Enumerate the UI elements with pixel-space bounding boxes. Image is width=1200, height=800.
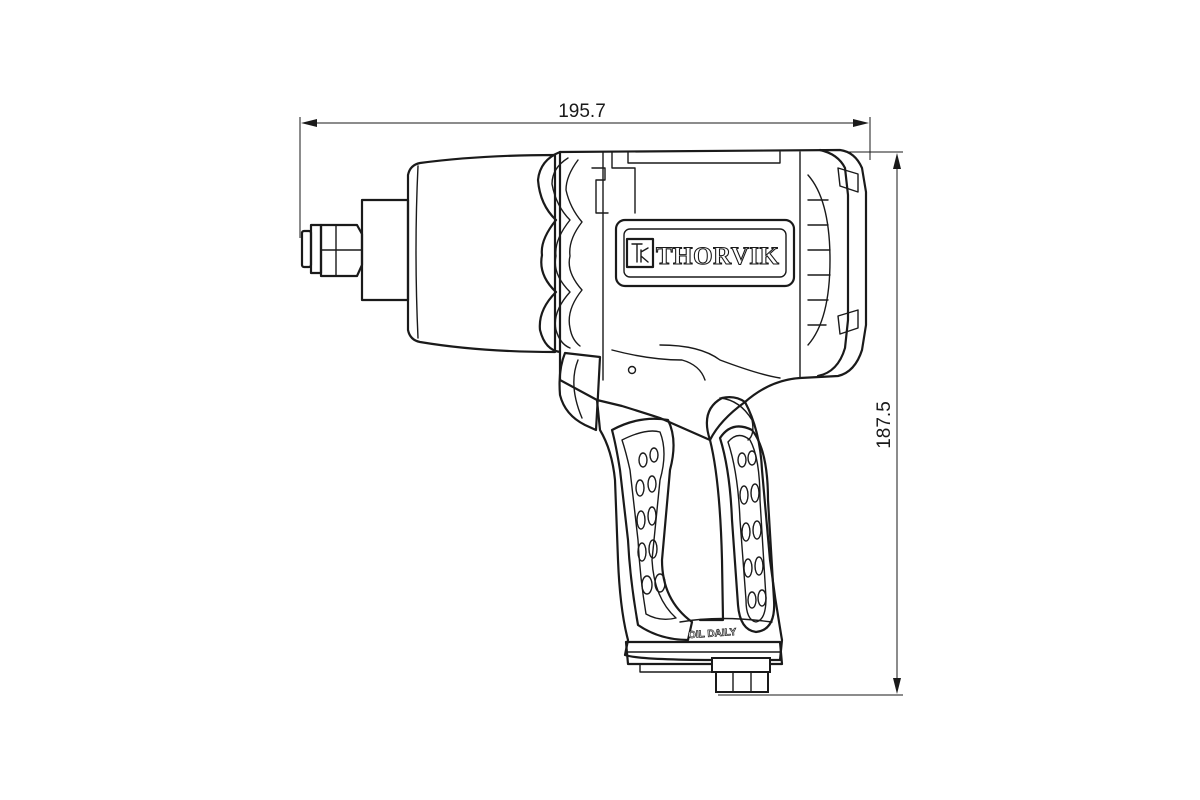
handle-base xyxy=(624,640,784,693)
motor-housing xyxy=(536,148,868,442)
drive-anvil xyxy=(300,198,410,302)
grip-texture xyxy=(635,447,767,609)
length-label: 195.7 xyxy=(558,101,606,122)
brand-plate-frame xyxy=(614,218,796,288)
brand-logo-mark xyxy=(631,243,649,263)
hammer-case xyxy=(406,153,557,354)
anvil-collar xyxy=(309,223,323,275)
brand-plate: THORVIK xyxy=(614,218,796,288)
air-inlet xyxy=(715,671,769,693)
trigger-outline[interactable] xyxy=(558,351,602,432)
inlet-nut xyxy=(711,657,771,673)
anvil-pin xyxy=(300,229,313,269)
height-label: 187.5 xyxy=(874,401,895,449)
length-arrow-right xyxy=(853,119,869,127)
rear-hook-top xyxy=(837,167,859,193)
rear-hook-bottom xyxy=(837,309,859,335)
length-dimension: 195.7 xyxy=(299,101,871,238)
base-plate xyxy=(624,640,784,666)
reverse-button[interactable] xyxy=(627,365,637,375)
hammer-nose xyxy=(360,198,410,302)
brand-logo xyxy=(625,237,655,269)
rear-boot xyxy=(816,148,850,378)
motor-housing-outline xyxy=(558,148,868,442)
length-arrow-left xyxy=(301,119,317,127)
brand-name: THORVIK xyxy=(656,243,780,270)
handle: OIL DAILY xyxy=(595,344,784,662)
handle-outline xyxy=(595,396,784,662)
top-rail xyxy=(627,151,781,164)
trigger[interactable] xyxy=(558,351,637,432)
hammer-case-outline xyxy=(406,153,557,354)
front-grip-pad xyxy=(610,417,694,642)
height-dimension: 187.5 xyxy=(718,151,903,696)
oil-daily-marking: OIL DAILY xyxy=(688,627,737,641)
height-arrow-bottom xyxy=(893,678,901,694)
rear-grip-pad xyxy=(718,425,776,634)
height-arrow-top xyxy=(893,153,901,169)
front-boot-wave xyxy=(536,150,562,354)
